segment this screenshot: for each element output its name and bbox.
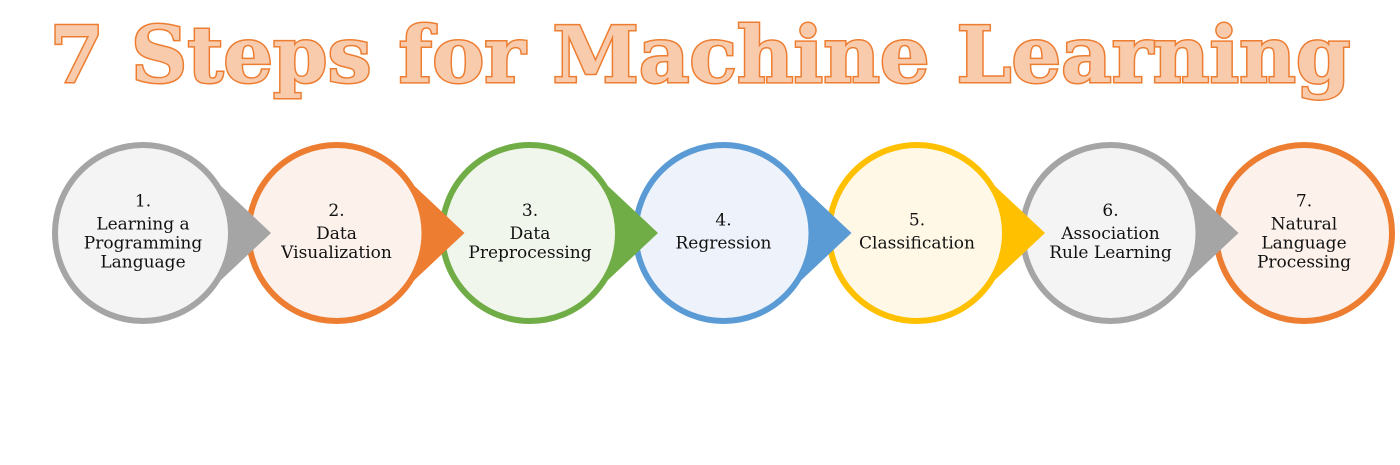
step-7-label: Language <box>1261 234 1346 254</box>
step-7-label: Processing <box>1257 253 1351 273</box>
step-1-label: Learning a <box>96 215 189 235</box>
step-2-label: Visualization <box>280 243 392 263</box>
step-4-label: Regression <box>676 234 772 254</box>
step-6-label: Rule Learning <box>1049 243 1172 263</box>
step-7-number: 7. <box>1296 192 1312 212</box>
title-banner: 7 Steps for Machine Learning <box>48 9 1352 103</box>
step-1-number: 1. <box>135 192 151 212</box>
step-3-number: 3. <box>522 201 538 221</box>
step-3-label: Data <box>510 224 551 244</box>
step-1-circle <box>52 142 234 324</box>
step-7-label: Natural <box>1271 215 1338 235</box>
step-3-label: Preprocessing <box>468 243 591 263</box>
steps-group: 7.NaturalLanguageProcessing6.Association… <box>52 142 1395 324</box>
step-2-label: Data <box>316 224 357 244</box>
step-5: 5. Classification <box>826 142 1045 324</box>
step-4: 4. Regression <box>632 142 852 324</box>
step-6-number: 6. <box>1102 201 1118 221</box>
step-4-number: 4. <box>715 211 731 231</box>
step-5-label: Classification <box>859 234 975 254</box>
step-6-label: Association <box>1060 224 1160 244</box>
page-title: 7 Steps for Machine Learning <box>50 10 1351 101</box>
step-1-label: Programming <box>84 234 203 254</box>
step-1-label: Language <box>100 253 185 273</box>
step-2-number: 2. <box>328 201 344 221</box>
step-5-number: 5. <box>909 211 925 231</box>
